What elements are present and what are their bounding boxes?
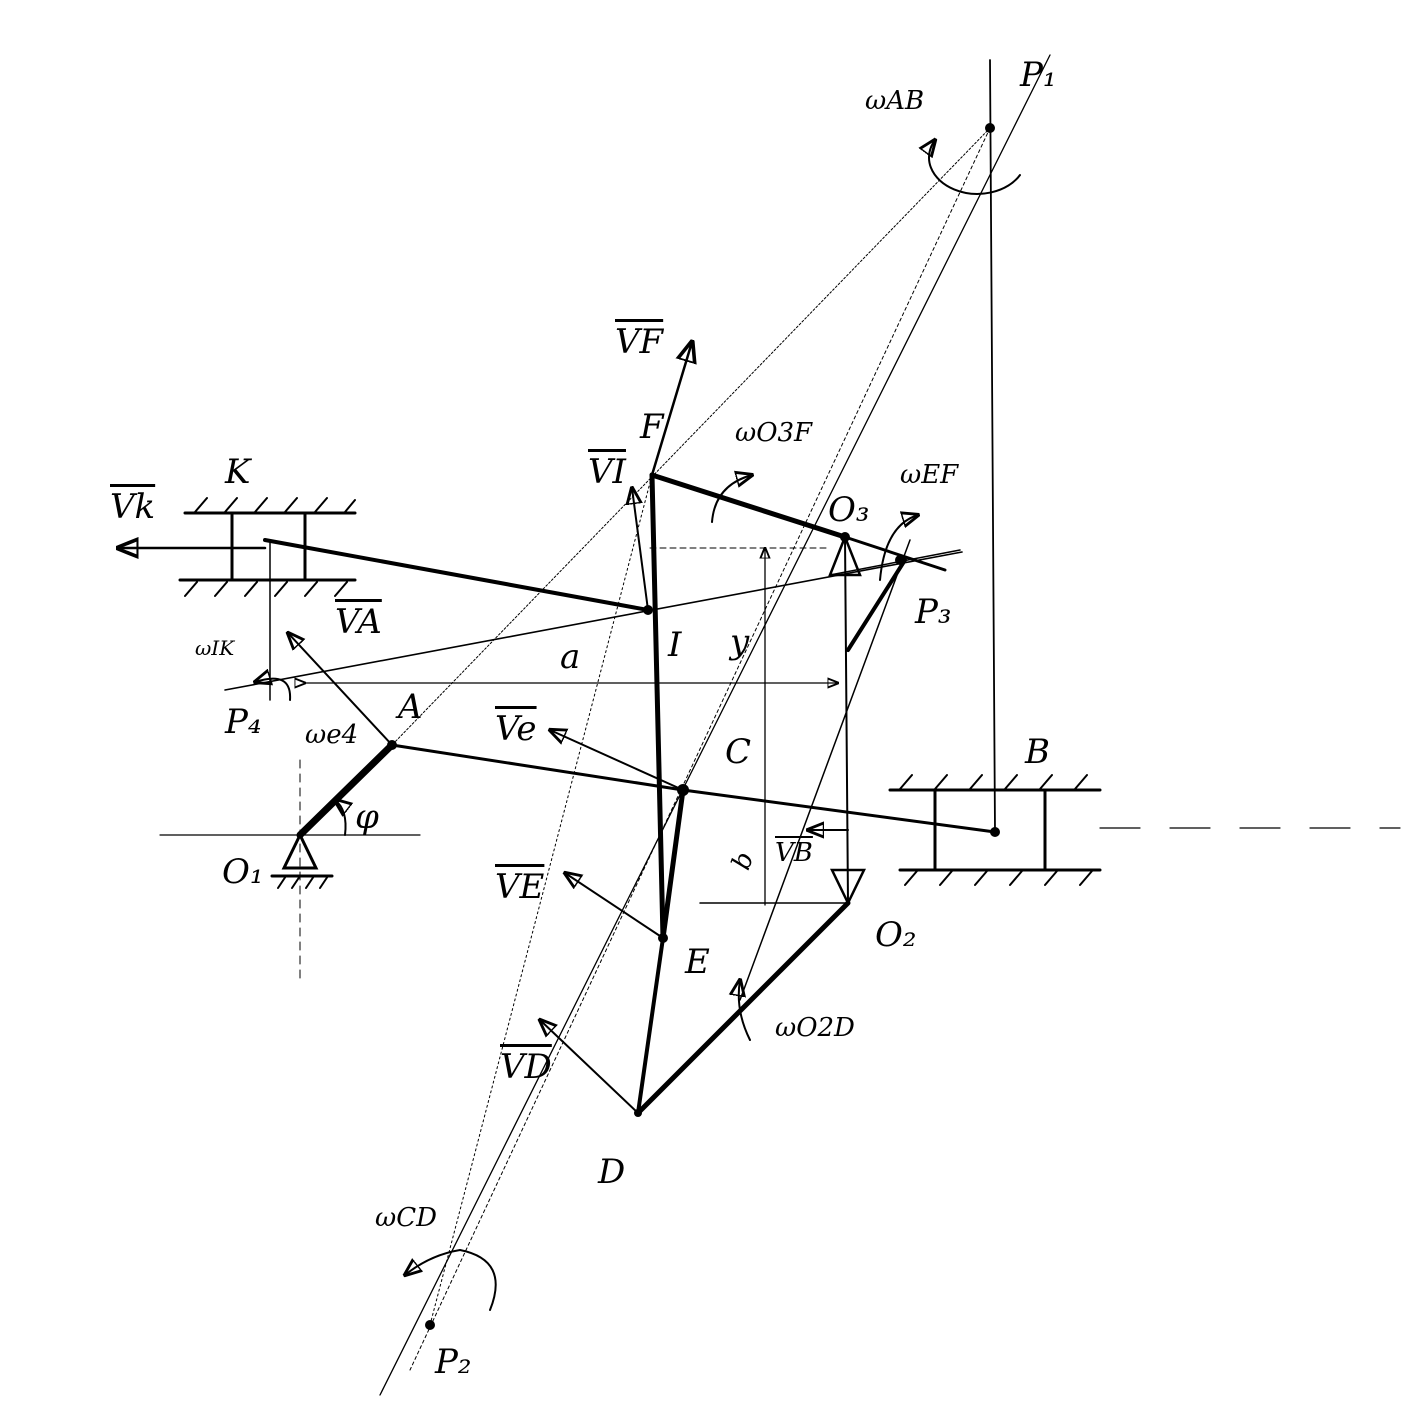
- label-omega-o3f: ωO3F: [735, 418, 813, 448]
- joint-o3: [840, 532, 850, 542]
- label-c: C: [725, 732, 752, 772]
- label-vb: VB: [775, 838, 813, 868]
- link-c-b: [681, 788, 997, 834]
- label-p2: P₂: [435, 1342, 472, 1382]
- label-vk: Vk: [110, 487, 156, 527]
- label-o1: O₁: [222, 852, 264, 892]
- vc-arrow: [550, 730, 684, 791]
- vf-arrow: [650, 342, 692, 477]
- label-p3: P₃: [915, 592, 952, 632]
- label-a: A: [398, 687, 423, 727]
- label-omega-ik: ωIK: [195, 636, 235, 660]
- link-d-o2: [635, 900, 851, 1116]
- joint-a: [387, 740, 397, 750]
- label-dim-y: y: [730, 622, 750, 662]
- label-omega-ef: ωEF: [900, 460, 959, 490]
- p1-p2-line-2: [409, 127, 991, 1371]
- pin-support-o1: [270, 831, 334, 889]
- joint-p2: [425, 1320, 435, 1330]
- label-ve: VE: [495, 867, 545, 907]
- joint-p1: [985, 123, 995, 133]
- link-o1-a: [296, 741, 396, 839]
- link-a-c: [390, 743, 685, 792]
- joint-p3: [895, 555, 905, 565]
- label-k: K: [225, 452, 251, 492]
- label-p1: P₁: [1020, 55, 1057, 95]
- label-e: E: [685, 942, 710, 982]
- label-vf: VF: [615, 322, 664, 362]
- p3-line: [739, 539, 911, 1001]
- va-arrow: [288, 633, 393, 746]
- label-omega-e4: ωe4: [305, 720, 359, 750]
- label-i: I: [668, 625, 682, 665]
- link-e-d: [636, 936, 665, 1115]
- p1-p2-line-1: [379, 54, 1051, 1396]
- vd-arrow: [540, 1020, 639, 1114]
- joint-d: [634, 1109, 642, 1117]
- pin-support-o3: [828, 533, 862, 577]
- label-ve-c: Ve: [495, 709, 537, 749]
- vi-arrow: [632, 488, 649, 611]
- joint-i: [643, 605, 653, 615]
- p3-extension: [829, 549, 961, 576]
- p1-a-line: [391, 127, 991, 746]
- joint-b: [990, 827, 1000, 837]
- label-vi: VI: [588, 452, 626, 492]
- p1-vertical: [989, 59, 996, 833]
- label-d: D: [598, 1152, 626, 1192]
- joint-c: [677, 784, 689, 796]
- label-omega-o2d: ωO2D: [775, 1013, 855, 1043]
- label-dim-a: a: [560, 637, 581, 677]
- omega-o3f-arc: [711, 475, 752, 523]
- label-va: VA: [335, 602, 382, 642]
- o3-o2-vertical: [844, 536, 849, 904]
- label-omega-ab: ωAB: [865, 86, 925, 116]
- label-o3: O₃: [828, 490, 870, 530]
- label-omega-cd: ωCD: [375, 1203, 437, 1233]
- slider-k: [178, 497, 357, 597]
- label-f: F: [640, 407, 664, 447]
- link-f-o3: [649, 472, 848, 540]
- omega-ef-arc: [879, 515, 918, 581]
- omega-ik-arc: [255, 679, 292, 701]
- label-phi: φ: [355, 797, 379, 837]
- omega-cd-arc: [405, 1248, 497, 1311]
- omega-ab-arc: [929, 140, 1021, 195]
- link-f-e: [649, 472, 666, 941]
- ve-arrow: [565, 873, 664, 939]
- link-k-i: [263, 538, 650, 612]
- phi-arc: [335, 800, 346, 836]
- slider-b: [888, 774, 1102, 886]
- label-vd: VD: [500, 1047, 552, 1087]
- link-p3-down: [846, 558, 907, 652]
- label-p4: P₄: [225, 702, 262, 742]
- joint-e: [658, 933, 668, 943]
- pin-support-o2: [830, 868, 866, 906]
- link-o3-p3: [843, 535, 947, 572]
- omega-o2d-arc: [739, 980, 751, 1041]
- label-o2: O₂: [875, 915, 917, 955]
- link-c-e: [660, 787, 686, 941]
- label-b: B: [1025, 732, 1050, 772]
